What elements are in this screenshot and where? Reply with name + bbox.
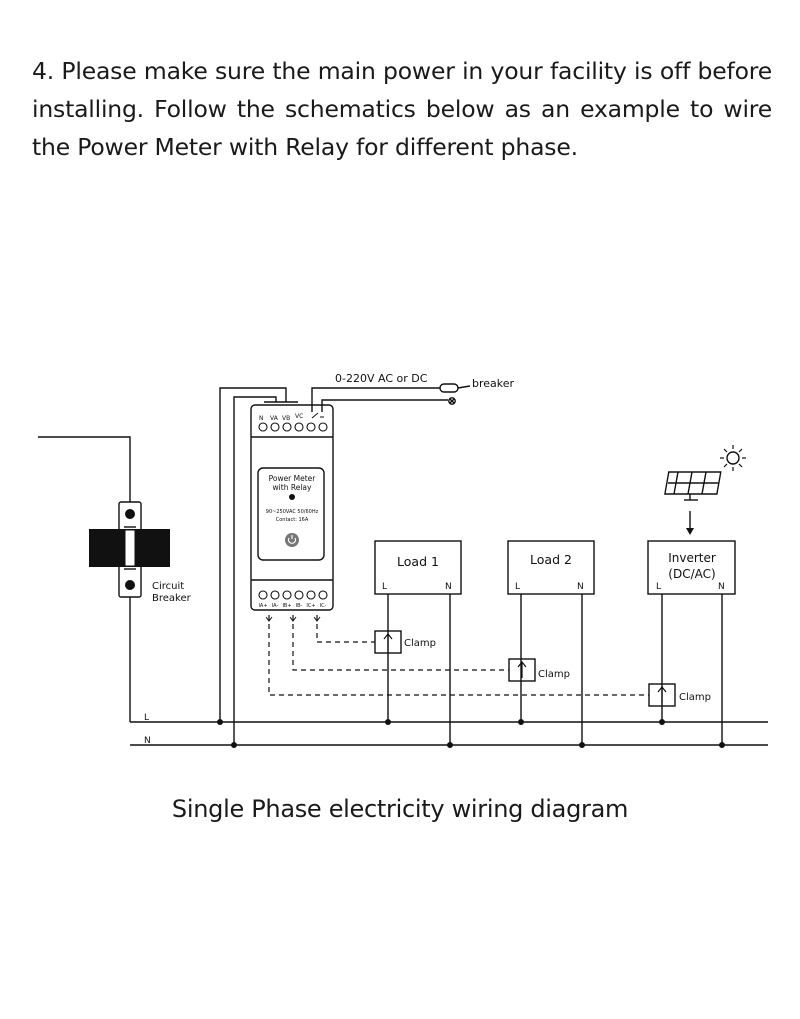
clamp-label-1: Clamp [404, 638, 436, 649]
load-2-n: N [577, 582, 584, 592]
diagram-caption: Single Phase electricity wiring diagram [171, 795, 629, 823]
meter-title-1: Power Meter [269, 474, 317, 483]
breaker-symbol [439, 383, 459, 393]
sun-icon [726, 451, 740, 465]
meter-title-2: with Relay [273, 483, 312, 492]
feed-wire [38, 436, 131, 502]
meter-spec-1: 90~250VAC 50/60Hz [266, 509, 319, 515]
load-2-title: Load 2 [530, 552, 572, 567]
inverter-box [647, 540, 736, 595]
meter-spec-2: Contact: 16A [276, 517, 309, 523]
load-1-n: N [445, 582, 452, 592]
inverter-l: L [656, 582, 661, 592]
terminal-ia-plus: IA+ [258, 603, 267, 609]
load-1-title: Load 1 [397, 554, 439, 569]
terminal-ia-minus: IA- [272, 603, 279, 609]
supply-label: 0-220V AC or DC [335, 372, 428, 385]
load-2-l: L [515, 582, 520, 592]
terminal-ic-plus: IC+ [306, 603, 315, 609]
instruction-text: 4. Please make sure the main power in yo… [32, 52, 772, 166]
line-n-label: N [144, 736, 151, 746]
load-1-box [374, 540, 462, 595]
inverter-n: N [718, 582, 725, 592]
meter-n-wire [233, 396, 277, 745]
load-1-l: L [382, 582, 387, 592]
ct-wire-1 [316, 615, 375, 643]
terminal-ic-minus: IC- [320, 603, 327, 609]
relay-wire-1 [311, 387, 440, 412]
inverter-title-2: (DC/AC) [668, 567, 715, 581]
terminal-n: N [259, 415, 264, 422]
instruction-line-3: the Power Meter with Relay for different… [32, 133, 578, 161]
power-button-icon [285, 533, 299, 547]
circuit-breaker-label-1: Circuit [152, 581, 184, 592]
instruction-line-2: installing. Follow the schematics below … [32, 95, 772, 123]
ct-wire-2 [292, 615, 509, 671]
line-l-label: L [144, 713, 149, 723]
meter-l-wire [219, 387, 287, 722]
terminal-vc: VC [295, 413, 303, 420]
relay-wire-2 [321, 399, 448, 412]
instruction-line-1: 4. Please make sure the main power in yo… [32, 57, 772, 85]
terminal-va: VA [270, 415, 279, 422]
clamp-label-3: Clamp [679, 692, 711, 703]
load-2-box [507, 540, 595, 595]
terminal-ib-minus: IB- [296, 603, 303, 609]
ct-wire-3 [268, 615, 649, 696]
terminal-ib-plus: IB+ [282, 603, 291, 609]
meter-panel [257, 467, 325, 561]
power-meter [250, 404, 334, 611]
breaker-label: breaker [472, 377, 515, 390]
circuit-breaker-label-2: Breaker [152, 593, 192, 604]
terminal-vb: VB [282, 415, 290, 422]
clamp-label-2: Clamp [538, 669, 570, 680]
inverter-title-1: Inverter [668, 551, 716, 565]
